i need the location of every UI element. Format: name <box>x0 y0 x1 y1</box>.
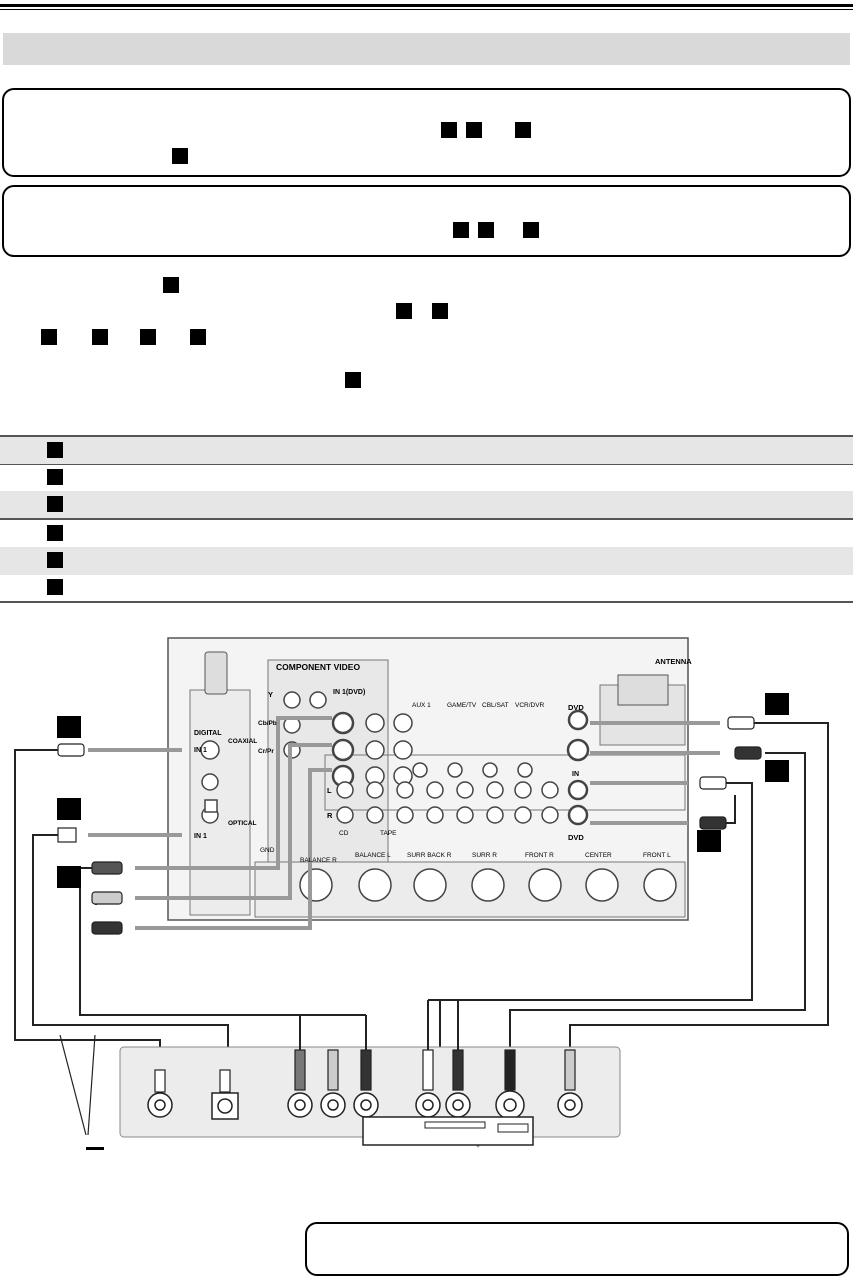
marker-square <box>47 579 63 595</box>
digital-in1-label: IN 1 <box>194 747 207 754</box>
gametv-label: GAME/TV <box>447 702 477 709</box>
marker-square <box>41 329 57 345</box>
legend-rule <box>0 464 853 465</box>
note-box-2 <box>2 185 851 257</box>
balance-l-label: BALANCE L <box>355 852 391 859</box>
marker-square <box>47 496 63 512</box>
pointer-lines <box>59 1034 96 1136</box>
cables <box>88 716 720 930</box>
legend-top-rule <box>0 435 853 437</box>
dvd-top-label: DVD <box>568 703 584 712</box>
source-panel <box>119 999 621 1148</box>
r-label: R <box>327 811 333 820</box>
header-rule-thin <box>0 9 853 10</box>
cblsat-label: CBL/SAT <box>482 702 509 709</box>
dvd-bottom-label: DVD <box>568 833 584 842</box>
tape-label: TAPE <box>380 830 397 837</box>
marker-square <box>92 329 108 345</box>
surr-r-label: SURR R <box>472 852 497 859</box>
marker-square <box>140 329 156 345</box>
marker-square <box>523 222 539 238</box>
l-label: L <box>327 786 332 795</box>
optical-label: OPTICAL <box>228 820 257 827</box>
antenna-label: ANTENNA <box>655 657 692 666</box>
section-title-bar <box>3 33 850 65</box>
marker-square <box>441 122 457 138</box>
marker-square <box>47 442 63 458</box>
digital-label: DIGITAL <box>194 730 222 737</box>
marker-square <box>453 222 469 238</box>
cr-label: Cr/Pr <box>258 748 274 755</box>
diagram-markers <box>57 693 789 1150</box>
optical-in1-label: IN 1 <box>194 833 207 840</box>
component-video-label: COMPONENT VIDEO <box>276 662 360 672</box>
marker-square <box>345 372 361 388</box>
diagram-labels: COMPONENT VIDEO IN 1(DVD) Y Cb/Pb Cr/Pr … <box>194 657 692 864</box>
in-label: IN <box>572 771 579 778</box>
component-in-label: IN 1(DVD) <box>333 689 365 696</box>
legend-group-rule <box>0 518 853 520</box>
front-l-label: FRONT L <box>643 852 671 859</box>
connection-diagram: COMPONENT VIDEO IN 1(DVD) Y Cb/Pb Cr/Pr … <box>14 637 829 1150</box>
legend-row <box>0 437 853 465</box>
y-label: Y <box>268 690 273 699</box>
legend-row <box>0 491 853 519</box>
cb-label: Cb/Pb <box>258 720 277 727</box>
receiver-jacks <box>200 691 677 902</box>
note-box-1 <box>2 88 851 177</box>
legend-row <box>0 547 853 575</box>
center-label: CENTER <box>585 852 612 859</box>
header-rule <box>0 4 853 7</box>
marker-square <box>172 148 188 164</box>
coaxial-label: COAXIAL <box>228 738 257 745</box>
aux1-label: AUX 1 <box>412 702 431 709</box>
vcrdvr-label: VCR/DVR <box>515 702 545 709</box>
cable-plugs <box>57 716 762 935</box>
dvd-player-icon <box>362 1116 534 1146</box>
marker-square <box>478 222 494 238</box>
marker-square <box>47 469 63 485</box>
bottom-note-box <box>305 1222 849 1276</box>
marker-square <box>396 303 412 319</box>
marker-square <box>432 303 448 319</box>
marker-square <box>47 525 63 541</box>
balance-r-label: BALANCE R <box>300 857 337 864</box>
marker-square <box>47 552 63 568</box>
surr-back-r-label: SURR BACK R <box>407 852 452 859</box>
cd-label: CD <box>339 830 349 837</box>
marker-square <box>515 122 531 138</box>
gnd-label: GND <box>260 847 275 854</box>
legend-bottom-rule <box>0 601 853 603</box>
marker-square <box>190 329 206 345</box>
marker-square <box>466 122 482 138</box>
front-r-label: FRONT R <box>525 852 554 859</box>
marker-square <box>163 277 179 293</box>
